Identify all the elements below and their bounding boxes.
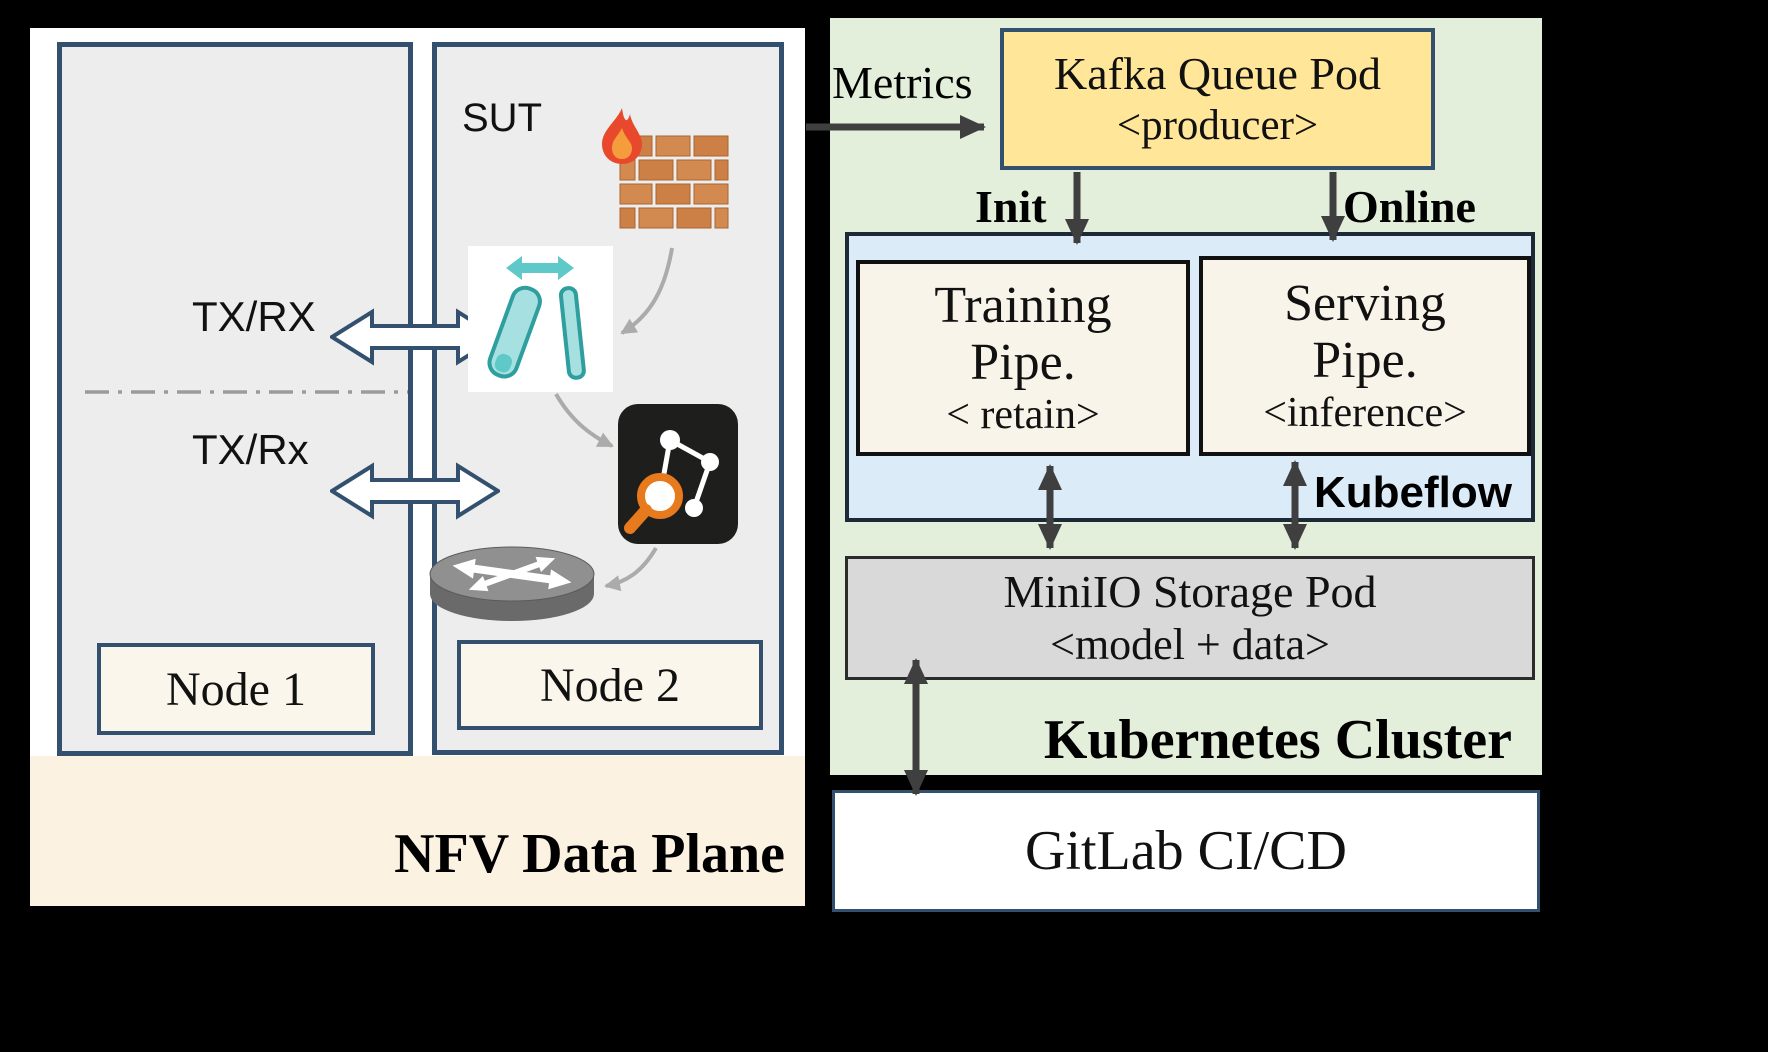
serving-line1: Serving [1284,274,1446,332]
router-icon [429,546,595,621]
probe-left [487,285,542,379]
kafka-line2: <producer> [1116,101,1319,149]
training-line3: < retain> [946,392,1100,439]
metrics-label: Metrics [832,57,973,108]
network-analytics-icon [618,404,738,544]
node1-box [57,42,413,756]
magnifier-icon [624,473,683,534]
serving-line3: <inference> [1263,390,1467,437]
flame-icon [602,108,642,164]
nfv-title: NFV Data Plane [394,823,785,885]
minio-storage-box: MiniIO Storage Pod <model + data> [845,556,1535,680]
kafka-pod-box: Kafka Queue Pod <producer> [1000,28,1435,170]
sut-label: SUT [462,96,542,140]
router-arrows [452,556,572,592]
node1-label: Node 1 [97,643,375,735]
nfv-footer-strip [30,756,805,906]
online-label: Online [1343,181,1476,232]
gitlab-box: GitLab CI/CD [832,790,1540,912]
txrx-bottom-arrow [330,462,500,520]
training-line1: Training [934,276,1112,334]
txrx-top-label: TX/RX [192,293,316,340]
kubernetes-title: Kubernetes Cluster [1043,709,1512,771]
minio-line1: MiniIO Storage Pod [1003,565,1377,617]
network-graph [657,436,714,509]
init-label: Init [975,181,1047,232]
traffic-probe-icon [468,246,613,392]
kafka-line1: Kafka Queue Pod [1053,47,1381,99]
serving-pipeline-box: Serving Pipe. <inference> [1199,256,1531,456]
probe-right [558,286,586,380]
node2-label-text: Node 2 [540,658,680,712]
minio-line2: <model + data> [1050,620,1330,670]
firewall-icon [602,108,729,229]
gitlab-label: GitLab CI/CD [1025,820,1347,882]
training-line2: Pipe. [970,333,1076,391]
txrx-bottom-label: TX/Rx [192,426,309,473]
serving-line2: Pipe. [1312,331,1418,389]
probe-double-arrow [506,256,574,280]
kubeflow-label: Kubeflow [1314,468,1512,517]
node2-label: Node 2 [457,640,763,730]
training-pipeline-box: Training Pipe. < retain> [856,260,1190,456]
node1-label-text: Node 1 [166,662,306,716]
